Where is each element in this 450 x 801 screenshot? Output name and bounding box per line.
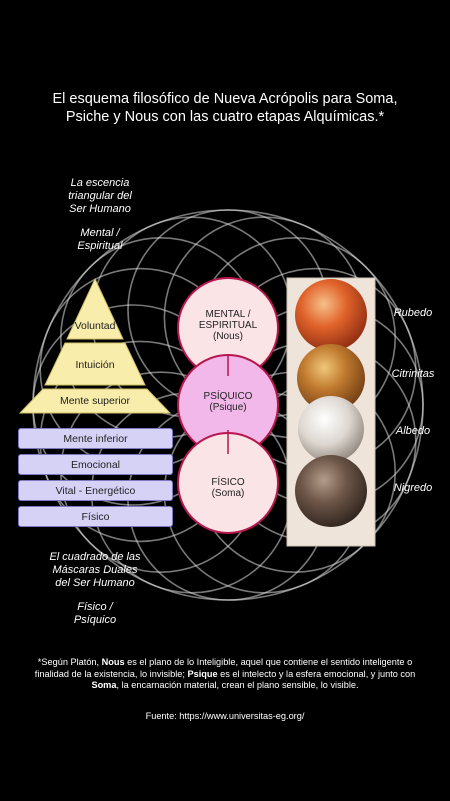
triangle-caption: La escencia triangular del Ser Humano Me… bbox=[68, 177, 132, 252]
sphere-rubedo bbox=[295, 279, 367, 351]
diagram-title: El esquema filosófico de Nueva Acrópolis… bbox=[52, 91, 398, 125]
square-band-vital-energetico: Vital - Energético bbox=[18, 480, 173, 501]
stage-nigredo: Nigredo bbox=[393, 482, 433, 494]
square-band-mente-inferior: Mente inferior bbox=[18, 428, 173, 449]
source-line: Fuente: https://www.universitas-eg.org/ bbox=[145, 711, 305, 721]
triangle-tier-voluntad bbox=[66, 277, 124, 340]
stage-rubedo: Rubedo bbox=[393, 307, 433, 319]
triangle-label-voluntad: Voluntad bbox=[74, 320, 116, 332]
circle-psiquico-label: PSÍQUICO (Psique) bbox=[203, 391, 253, 413]
triangle-tier-intuicion bbox=[44, 342, 146, 386]
square-caption: El cuadrado de las Máscaras Duales del S… bbox=[49, 551, 141, 626]
sphere-albedo bbox=[298, 396, 364, 462]
circle-fisico-label: FÍSICO (Soma) bbox=[211, 477, 245, 499]
triangle-label-mente-superior: Mente superior bbox=[59, 395, 131, 407]
footnote: *Según Platón, Nous es el plano de lo In… bbox=[34, 657, 416, 690]
triangle-tier-mente-superior bbox=[18, 388, 172, 414]
circle-mental-label: MENTAL / ESPIRITUAL (Nous) bbox=[198, 309, 258, 342]
stage-citrinitas: Citrinitas bbox=[391, 368, 435, 380]
square-band-fisico: Físico bbox=[18, 506, 173, 527]
sphere-nigredo bbox=[295, 455, 367, 527]
triangle-label-intuicion: Intuición bbox=[75, 359, 115, 371]
stage-albedo: Albedo bbox=[395, 425, 431, 437]
square-band-emocional: Emocional bbox=[18, 454, 173, 475]
sphere-citrinitas bbox=[297, 344, 365, 412]
